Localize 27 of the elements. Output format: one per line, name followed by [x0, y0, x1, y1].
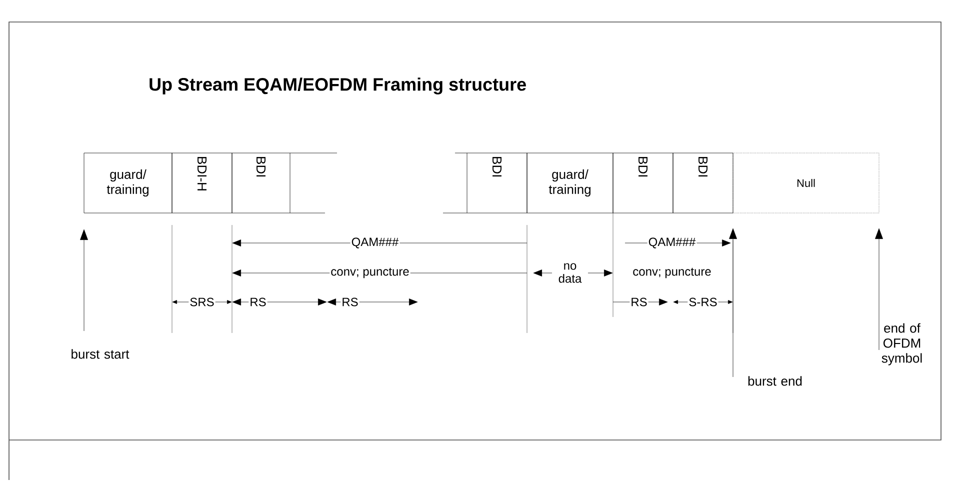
dimension-label: RS	[248, 296, 268, 308]
dimension-label: conv; puncture	[330, 266, 410, 280]
dimension-label: SRS	[188, 296, 216, 308]
dimension-label: QAM###	[647, 236, 697, 250]
arrow	[729, 228, 737, 378]
marker-label: burst start	[72, 349, 130, 359]
frame-cell: guard/ training	[526, 152, 614, 214]
frame-cell: BDI-H	[172, 152, 232, 214]
frame-cell: BDI	[612, 152, 674, 214]
frame-cell: BDI	[232, 152, 290, 214]
dimension-label: conv; puncture	[632, 266, 712, 280]
frame-cell: Null	[732, 152, 880, 214]
frame-cell: BDI	[672, 152, 734, 214]
marker-label: end of OFDM symbol	[882, 323, 922, 366]
title: Up Stream EQAM/EOFDM Framing structure	[150, 78, 526, 94]
dimension-label: RS	[630, 296, 648, 308]
frame-cell: BDI	[466, 152, 528, 214]
open-frame-cell	[442, 152, 468, 214]
dimension-label: RS	[340, 296, 360, 308]
marker-label: burst end	[748, 376, 802, 386]
dimension-label: S-RS	[688, 296, 718, 308]
arrow	[875, 228, 883, 350]
open-frame-cell	[290, 152, 338, 214]
arrow	[80, 229, 88, 332]
dimension-label: QAM###	[350, 236, 400, 250]
dimension-label: no data	[552, 262, 588, 284]
frame-cell: guard/ training	[84, 152, 172, 214]
